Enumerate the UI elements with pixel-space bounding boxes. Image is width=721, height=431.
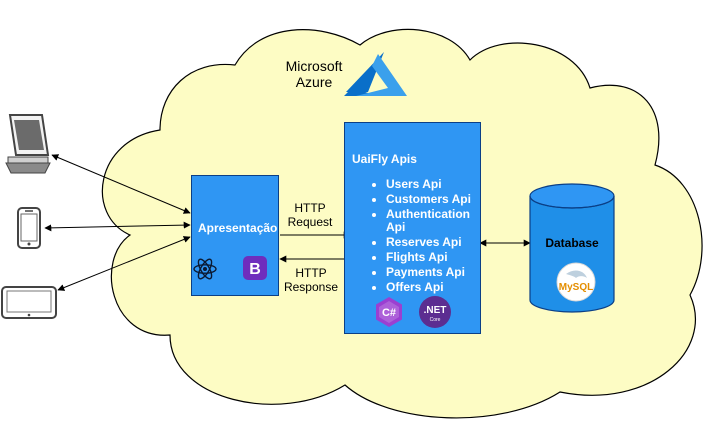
api-item-payments: Payments Api [386,266,490,279]
smartphone-icon [17,207,41,249]
bootstrap-icon: B [243,256,267,280]
api-item-users: Users Api [386,178,490,191]
bootstrap-letter: B [249,261,261,278]
apis-list: Users Api Customers Api Authentication A… [370,178,490,296]
api-item-customers: Customers Api [386,193,490,206]
mysql-text: MySQL [559,282,593,293]
http-request-label: HTTP Request [287,201,333,229]
apis-box[interactable] [344,122,481,334]
csharp-icon: C# [376,297,402,327]
api-item-reserves: Reserves Api [386,236,490,249]
api-item-authentication: Authentication Api [386,208,490,234]
dotnet-text: .NET [424,305,447,316]
react-icon [193,258,217,280]
apis-title: UaiFly Apis [352,152,417,166]
presentation-label: Apresentação [198,221,278,235]
desktop-icon [5,114,51,174]
dotnet-icon: .NET Core [419,296,451,328]
http-response-label: HTTP Response [283,266,339,294]
cloud-label: Microsoft Azure [285,58,343,90]
tablet-icon [1,286,57,319]
dotnet-subtext: Core [430,317,441,323]
azure-logo-icon [344,52,407,96]
phone-connector [44,221,191,232]
tablet-connector [57,236,191,291]
database-label: Database [545,236,599,250]
csharp-text: C# [382,307,396,319]
api-item-flights: Flights Api [386,251,490,264]
desktop-connector [51,154,191,214]
mysql-icon: MySQL [556,262,596,302]
api-item-offers: Offers Api [386,281,490,294]
